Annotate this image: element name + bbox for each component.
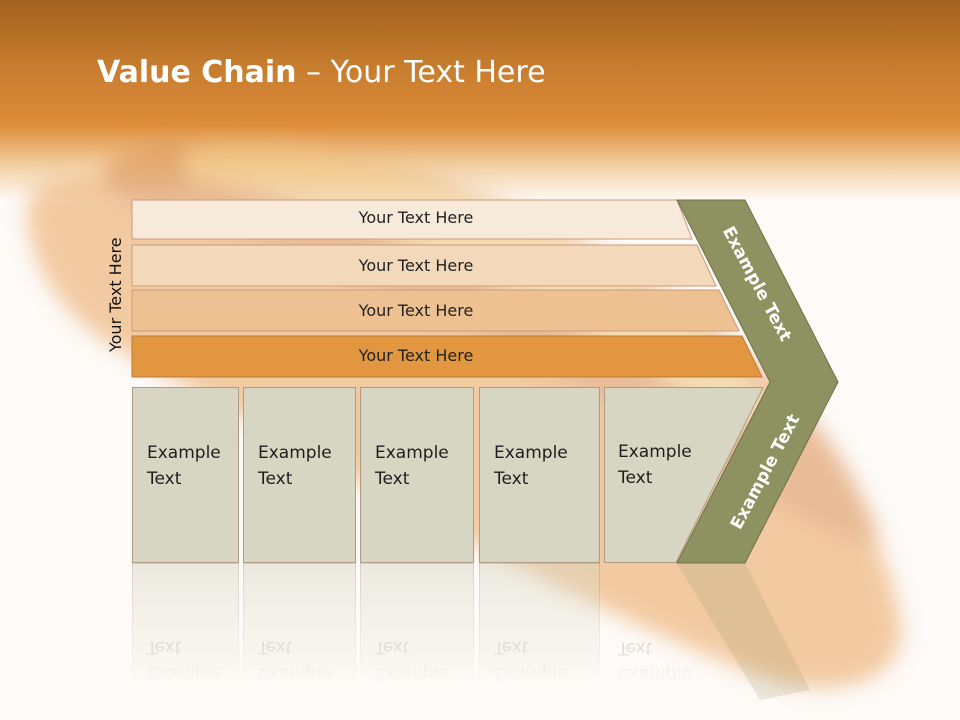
activity-box-1[interactable]: Example Text — [132, 387, 239, 563]
band-4[interactable] — [131, 335, 763, 378]
band-1[interactable] — [131, 199, 693, 240]
title-bold: Value Chain — [97, 55, 297, 90]
activity-box-2-label: Example Text — [258, 443, 332, 489]
activity-box-4-label: Example Text — [494, 443, 568, 489]
activity-box-3[interactable]: Example Text — [360, 387, 474, 563]
band-3-label: Your Text Here — [358, 301, 474, 320]
reflection-label-5: Example Text — [618, 638, 692, 684]
chevron-reflection — [677, 563, 810, 700]
band-3[interactable] — [131, 289, 740, 332]
band-2[interactable] — [131, 244, 717, 287]
activity-box-5-label: Example Text — [618, 442, 692, 488]
activity-box-3-label: Example Text — [375, 443, 449, 489]
reflection-label-2: Example Text — [258, 637, 332, 683]
page-title: Value Chain – Your Text Here — [97, 53, 546, 93]
chevron-shape[interactable] — [676, 199, 839, 564]
reflection-label-3: Example Text — [375, 637, 449, 683]
reflection-label-1: Example Text — [147, 637, 221, 683]
reflection-label-4: Example Text — [494, 637, 568, 683]
band-1-label: Your Text Here — [358, 208, 474, 227]
band-2-label: Your Text Here — [358, 256, 474, 275]
activity-box-5[interactable]: Example Text — [604, 387, 692, 563]
boxes-reflection: Example Text Example Text Example Text E… — [0, 563, 960, 703]
band-4-label: Your Text Here — [358, 346, 474, 365]
activity-box-2[interactable]: Example Text — [243, 387, 356, 563]
activity-box-1-label: Example Text — [147, 443, 221, 489]
title-rest: – Your Text Here — [296, 55, 546, 90]
activity-box-5-shape — [604, 387, 764, 563]
activity-box-4[interactable]: Example Text — [479, 387, 600, 563]
